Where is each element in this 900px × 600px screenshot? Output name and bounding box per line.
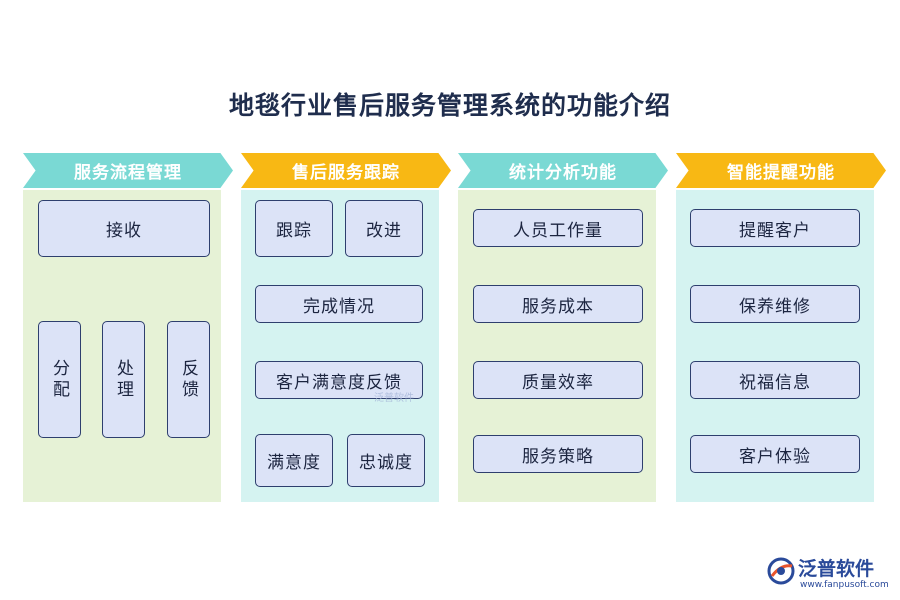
- node-satisfaction-feedback: 客户满意度反馈: [255, 361, 423, 399]
- column-2-header: 售后服务跟踪: [241, 153, 451, 188]
- fanpu-logo: 泛普软件 www.fanpusoft.com: [762, 552, 892, 596]
- node-assign: 分配: [38, 321, 81, 438]
- node-loyalty: 忠诚度: [347, 434, 425, 487]
- column-3-header: 统计分析功能: [458, 153, 668, 188]
- node-customer-experience: 客户体验: [690, 435, 860, 473]
- page-title: 地毯行业售后服务管理系统的功能介绍: [228, 91, 671, 120]
- node-staff-workload: 人员工作量: [473, 209, 643, 247]
- node-remind-customer: 提醒客户: [690, 209, 860, 247]
- node-feedback: 反馈: [167, 321, 210, 438]
- node-completion: 完成情况: [255, 285, 423, 323]
- node-service-strategy: 服务策略: [473, 435, 643, 473]
- node-greetings: 祝福信息: [690, 361, 860, 399]
- logo-url: www.fanpusoft.com: [800, 580, 889, 590]
- node-satisfaction: 满意度: [255, 434, 333, 487]
- node-process: 处理: [102, 321, 145, 438]
- fanpu-logo-icon: [767, 557, 795, 585]
- node-quality-efficiency: 质量效率: [473, 361, 643, 399]
- column-1-header: 服务流程管理: [23, 153, 233, 188]
- watermark: 泛普软件: [374, 393, 414, 404]
- node-improve: 改进: [345, 200, 423, 257]
- column-4-header: 智能提醒功能: [676, 153, 886, 188]
- node-maintenance: 保养维修: [690, 285, 860, 323]
- node-service-cost: 服务成本: [473, 285, 643, 323]
- logo-name: 泛普软件: [798, 558, 875, 580]
- node-tracking: 跟踪: [255, 200, 333, 257]
- node-receive: 接收: [38, 200, 210, 257]
